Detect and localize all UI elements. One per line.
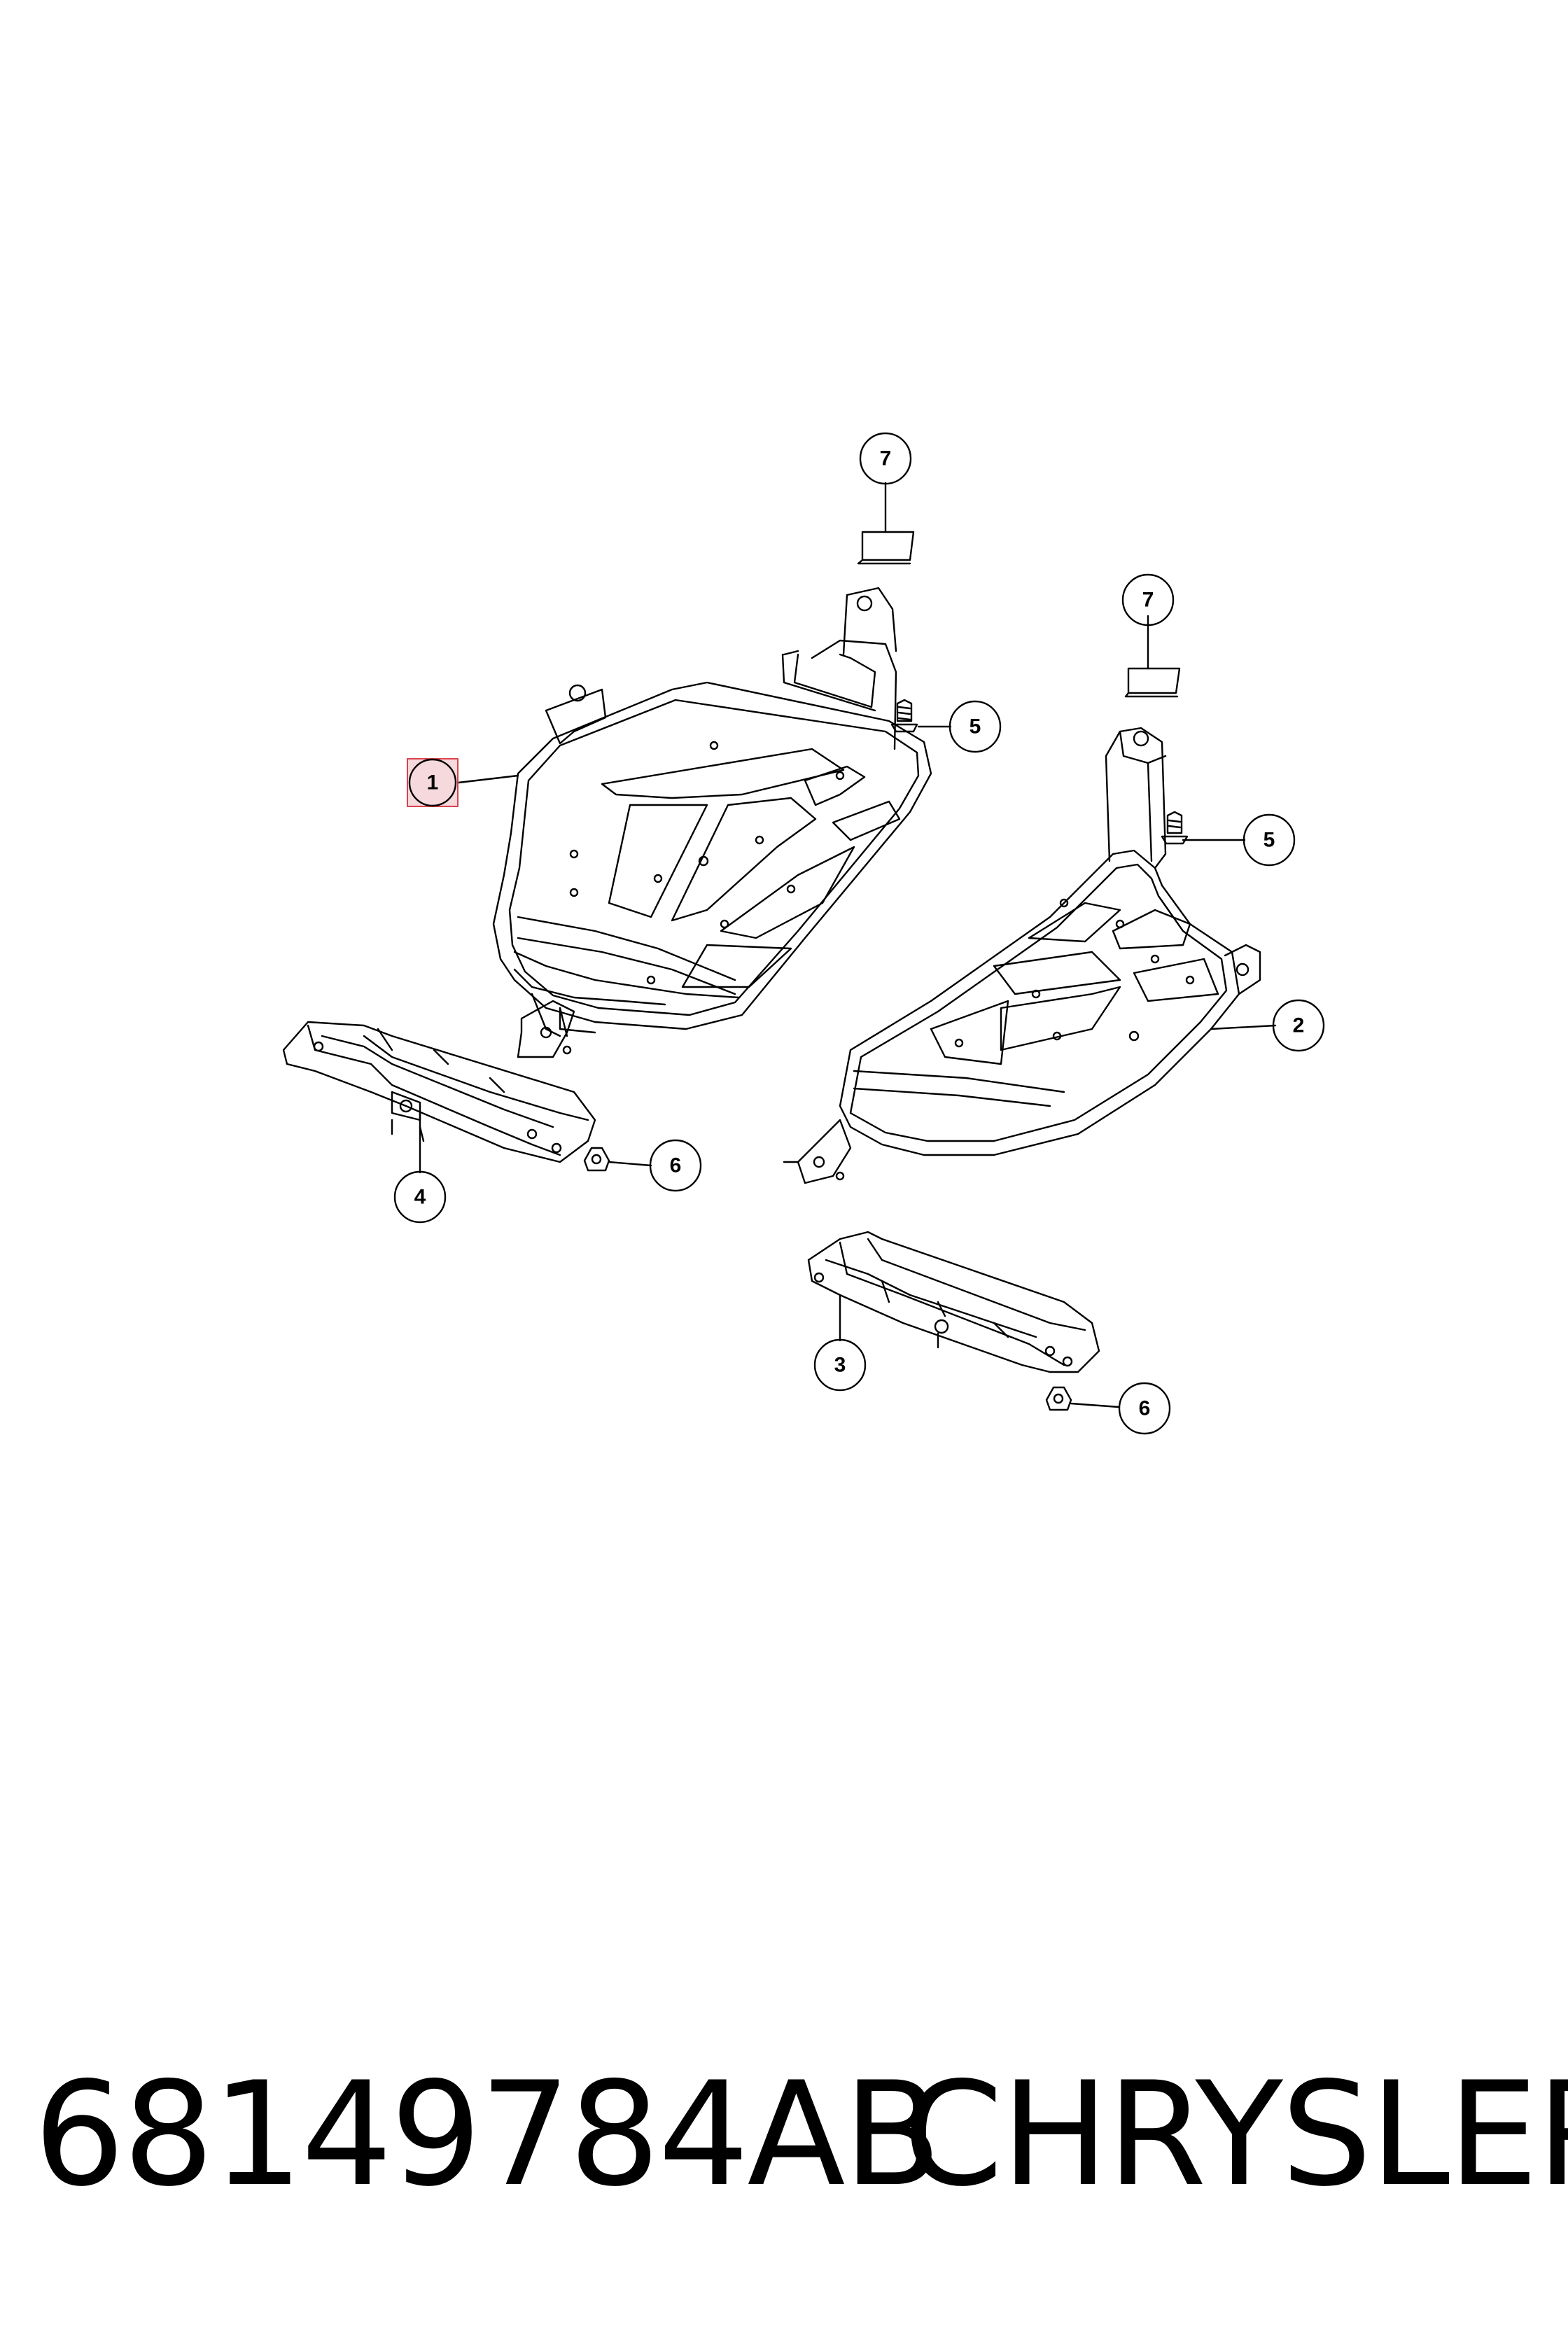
callout-1-circle[interactable] <box>408 758 457 807</box>
brand-name: CHRYSLER <box>903 2052 1568 2218</box>
pad-7-right <box>1124 667 1181 698</box>
callout-5a-circle[interactable] <box>948 700 1002 753</box>
callout-6a-circle[interactable] <box>649 1139 702 1192</box>
skid-plate-right <box>783 727 1261 1184</box>
leader-lines <box>419 482 1277 1408</box>
callout-5b-label: 5 <box>1264 829 1275 852</box>
skid-plate-left <box>492 587 932 1058</box>
crossmember-right <box>807 1231 1100 1373</box>
callout-5a-label: 5 <box>969 715 981 738</box>
callout-7b-circle[interactable] <box>1121 573 1175 626</box>
footer: 68149784AB CHRYSLER <box>0 2054 1568 2236</box>
callout-2-label: 2 <box>1293 1014 1305 1037</box>
callout-7a-label: 7 <box>880 447 892 470</box>
crossmember-left <box>282 1021 596 1163</box>
callout-5b-circle[interactable] <box>1242 813 1296 867</box>
callout-1-label: 1 <box>427 771 439 794</box>
callout-7a-circle[interactable] <box>859 432 912 485</box>
pad-7-upper <box>857 531 915 565</box>
callout-2-circle[interactable] <box>1272 999 1325 1052</box>
callout-6b-label: 6 <box>1139 1397 1151 1420</box>
nut-6-left <box>583 1147 610 1172</box>
bolt-5-right <box>1161 811 1189 845</box>
callout-4-circle[interactable] <box>393 1170 447 1224</box>
callout-6b-circle[interactable] <box>1118 1382 1171 1435</box>
bolt-5-upper <box>890 699 918 733</box>
nut-6-right <box>1045 1386 1072 1411</box>
part-number: 68149784AB <box>34 2052 941 2218</box>
callout-7b-label: 7 <box>1142 589 1154 612</box>
callout-4-label: 4 <box>414 1186 426 1209</box>
callout-6a-label: 6 <box>670 1154 682 1177</box>
callout-3-circle[interactable] <box>813 1338 867 1392</box>
callout-3-label: 3 <box>834 1354 846 1377</box>
